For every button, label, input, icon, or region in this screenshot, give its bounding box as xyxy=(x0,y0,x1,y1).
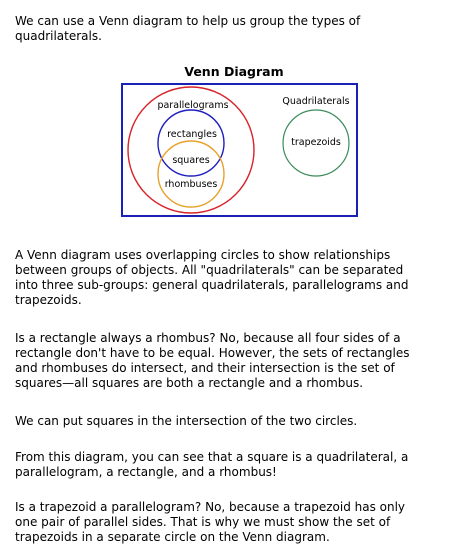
parallelograms-circle xyxy=(127,86,255,214)
venn-diagram: Venn Diagram Quadrilaterals parallelogra… xyxy=(120,62,360,220)
quadrilaterals-frame xyxy=(121,83,358,217)
parallelograms-label: parallelograms xyxy=(157,100,228,111)
rhombuses-label: rhombuses xyxy=(165,179,218,190)
squares-label: squares xyxy=(172,155,209,166)
body-paragraph: From this diagram, you can see that a sq… xyxy=(15,450,409,479)
venn-diagram-graphic: Venn Diagram Quadrilaterals parallelogra… xyxy=(121,64,358,217)
body-paragraph: Is a rectangle always a rhombus? No, bec… xyxy=(15,331,410,390)
quadrilaterals-label: Quadrilaterals xyxy=(282,96,349,107)
body-paragraph: A Venn diagram uses overlapping circles … xyxy=(15,248,409,307)
trapezoids-circle xyxy=(282,109,350,177)
trapezoids-label: trapezoids xyxy=(291,137,341,148)
body-paragraph: Is a trapezoid a parallelogram? No, beca… xyxy=(15,500,406,544)
venn-title: Venn Diagram xyxy=(184,64,283,79)
body-paragraph: We can put squares in the intersection o… xyxy=(15,414,358,428)
rhombuses-circle xyxy=(157,140,225,208)
intro-paragraph: We can use a Venn diagram to help us gro… xyxy=(15,14,361,43)
rectangles-label: rectangles xyxy=(167,129,217,140)
rectangles-circle xyxy=(157,109,225,177)
